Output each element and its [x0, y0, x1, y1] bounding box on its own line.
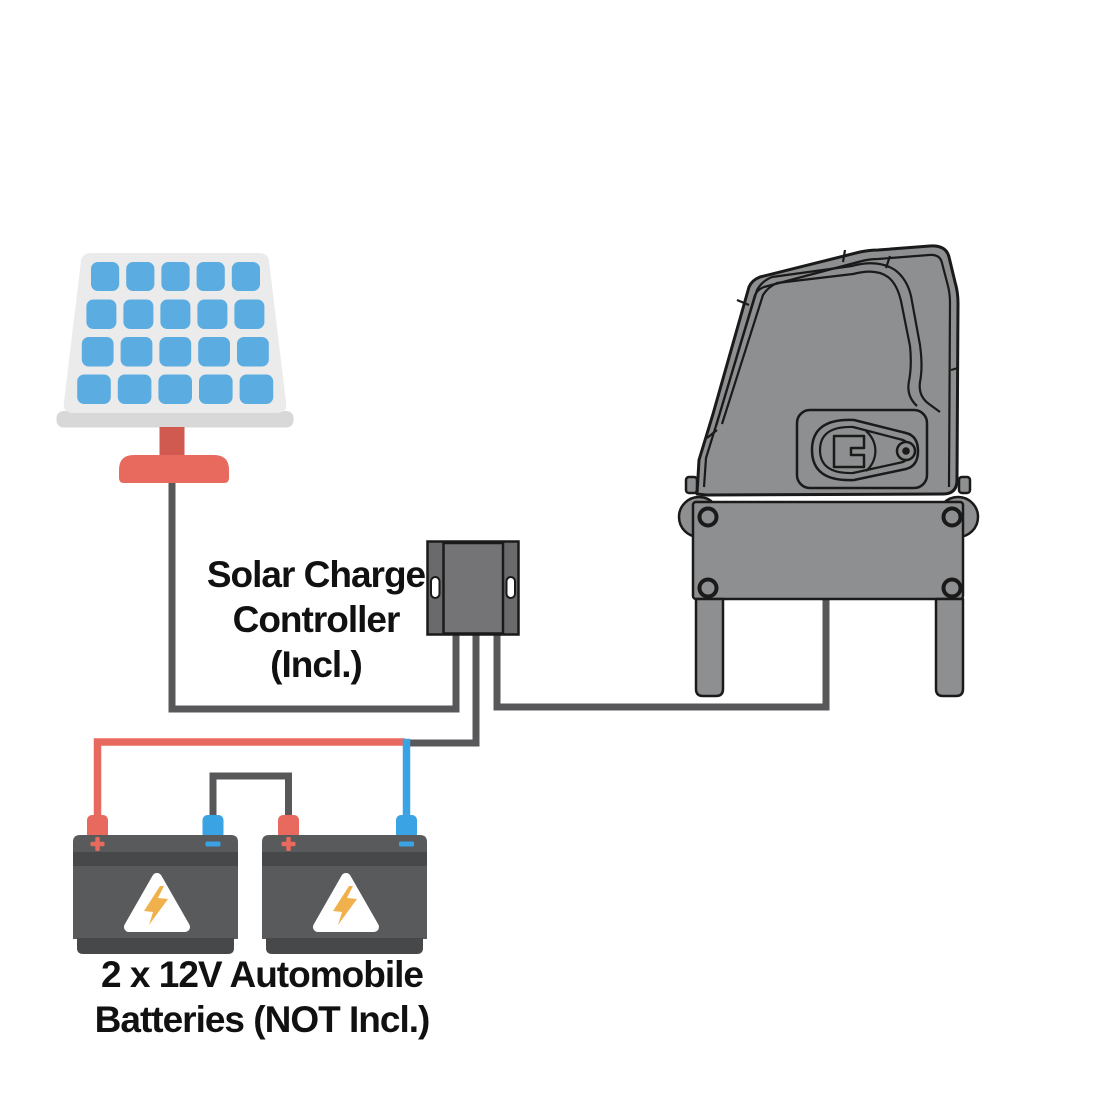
panel-stand-base	[119, 455, 229, 483]
hood-rim-line	[702, 253, 952, 488]
battery-lid	[73, 835, 238, 853]
wire-battery-jumper	[209, 772, 292, 818]
wire-panel-to-controller	[168, 470, 460, 713]
solar-cell	[160, 299, 191, 329]
negative-terminal-mark	[399, 841, 414, 847]
mounting-slot-right	[505, 576, 516, 599]
negative-terminal	[396, 815, 417, 839]
hood-arch-outer	[714, 262, 941, 427]
release-cam-arc	[865, 430, 877, 472]
hood-seam-ticks	[706, 249, 959, 439]
warning-triangle-icon	[124, 873, 190, 932]
battery-icon-1	[73, 815, 238, 954]
positive-terminal	[87, 815, 108, 839]
positive-terminal-mark	[90, 837, 105, 851]
positive-terminal	[278, 815, 299, 839]
solar-cells	[77, 262, 274, 404]
bolt-icon	[941, 506, 963, 528]
controller-body	[442, 541, 505, 635]
solar-cell	[126, 262, 155, 291]
base-plate	[691, 500, 965, 601]
negative-terminal-mark	[205, 841, 221, 847]
solar-panel-icon	[56, 253, 294, 483]
wire-positive-red	[93, 738, 405, 818]
battery-lid	[262, 835, 427, 853]
solar-cell	[239, 374, 274, 404]
solar-cell	[120, 337, 153, 367]
solar-cell	[198, 337, 230, 367]
solar-cell	[81, 337, 114, 367]
bolt-icon	[697, 577, 719, 599]
battery-base	[77, 938, 234, 954]
hood-arch-inner	[720, 270, 918, 425]
solar-cell	[196, 262, 225, 291]
lightning-bolt-icon	[144, 886, 168, 925]
solar-cell	[231, 262, 260, 291]
battery-band	[262, 852, 427, 867]
panel-edge	[56, 411, 294, 428]
charge-controller-icon	[426, 540, 520, 636]
wire-controller-to-opener	[493, 597, 830, 711]
base-plate-bolts	[697, 506, 963, 599]
battery-icon-2	[262, 815, 427, 954]
solar-cell	[159, 337, 192, 367]
solar-cell	[237, 337, 269, 367]
solar-cell	[77, 374, 111, 404]
bolt-icon	[697, 506, 719, 528]
leg-left	[694, 597, 725, 698]
battery-base	[266, 938, 423, 954]
wires	[93, 470, 830, 818]
batteries-label: 2 x 12V Automobile Batteries (NOT Incl.)	[94, 954, 431, 1040]
solar-cell	[123, 299, 154, 329]
bolt-icon	[941, 577, 963, 599]
keyhole-icon	[895, 440, 917, 462]
negative-terminal	[202, 815, 224, 839]
mounting-slot-left	[430, 576, 441, 599]
release-clamp	[832, 434, 866, 469]
leg-right	[934, 597, 965, 698]
hood-tab-left	[684, 475, 699, 495]
solar-cell	[86, 299, 117, 329]
controller-label: Solar Charge Controller (Incl.)	[206, 554, 426, 685]
solar-cell	[91, 262, 120, 291]
panel-stand-pole	[159, 427, 185, 457]
battery-band	[73, 852, 238, 867]
solar-cell	[234, 299, 265, 329]
positive-terminal-mark	[281, 837, 296, 851]
gate-opener-icon	[677, 244, 980, 698]
release-panel	[795, 408, 929, 490]
solar-cell	[117, 374, 152, 404]
hood-tab-right	[957, 475, 972, 495]
solar-cell	[197, 299, 228, 329]
wire-controller-to-battery	[404, 630, 480, 747]
solar-cell	[161, 262, 190, 291]
solar-cell	[199, 374, 233, 404]
panel-frame	[63, 253, 287, 413]
solar-cell	[158, 374, 192, 404]
